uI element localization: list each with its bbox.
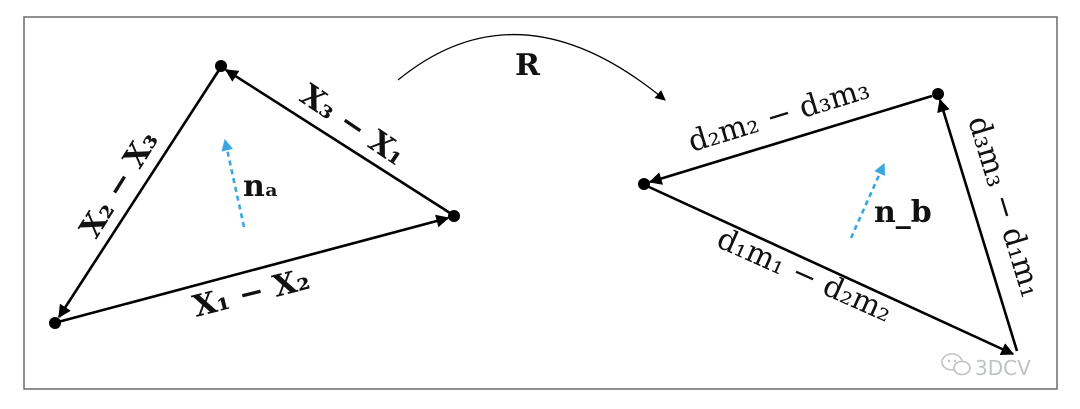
figure-frame	[23, 16, 1058, 390]
vertex-d3m3	[932, 88, 944, 100]
vertex-x1	[448, 210, 460, 222]
label-rotation: R	[515, 48, 541, 83]
rotation-arc-arrow	[397, 33, 666, 101]
vertex-x3	[215, 60, 227, 72]
normal-b-arrow	[849, 162, 886, 239]
edge-d2m2-minus-d3m3	[648, 94, 933, 185]
edge-x3-minus-x1	[224, 68, 451, 215]
rotation: R	[397, 33, 666, 101]
label-normal-b: n_b	[874, 195, 932, 230]
label-normal-a: nₐ	[243, 169, 279, 204]
vertex-x2	[49, 317, 61, 329]
edge-x1-minus-x2	[57, 214, 450, 324]
watermark: 3DCV	[941, 353, 1031, 380]
watermark-text: 3DCV	[975, 356, 1031, 380]
vertex-d2m2	[638, 178, 650, 190]
edge-x2-minus-x3	[57, 69, 221, 319]
wechat-icon	[941, 353, 971, 376]
edge-d1m1-minus-d2m2	[648, 185, 1015, 356]
edge-d3m3-minus-d1m1	[937, 98, 1019, 352]
normal-a-arrow	[221, 138, 246, 228]
